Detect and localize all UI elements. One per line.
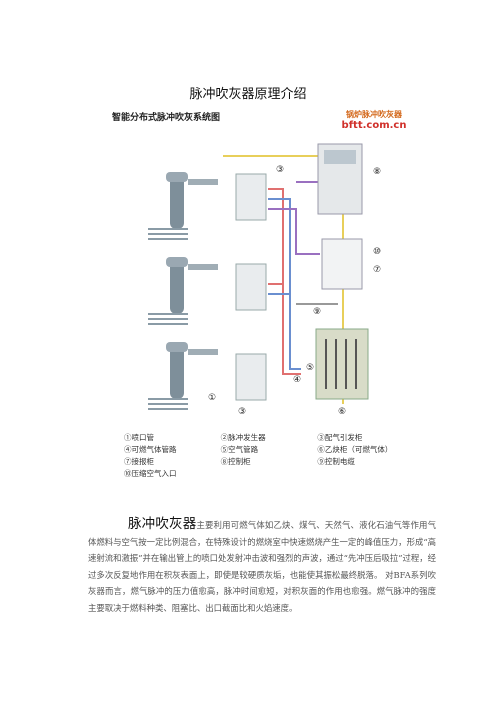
marker-5: ⑤ xyxy=(306,363,314,373)
marker-7: ⑦ xyxy=(373,265,381,275)
marker-3b: ③ xyxy=(238,407,246,414)
diagram-title: 智能分布式脉冲吹灰系统图 xyxy=(112,113,221,123)
logo-text: 锅炉脉冲吹灰器 xyxy=(346,110,402,119)
system-diagram: ③ ⑧ ⑩ ⑦ ⑨ ⑤ ④ ③ ① ⑥ xyxy=(148,143,381,414)
pulse-generator-3 xyxy=(148,342,218,410)
body-paragraph: 脉冲吹灰器主要利用可燃气体如乙炔、煤气、天然气、液化石油气等作用气体燃料与空气按… xyxy=(88,516,436,616)
legend-item: ⑥乙炔柜（可燃气体） xyxy=(317,445,393,454)
marker-6: ⑥ xyxy=(338,407,346,414)
legend-item: ⑦接报柜 xyxy=(124,457,154,466)
legend-item: ⑧控制柜 xyxy=(220,457,251,466)
legend-item: ④可燃气体管路 xyxy=(124,445,177,454)
pipe-network xyxy=(223,155,344,404)
red-line xyxy=(268,188,301,375)
body-lead: 脉冲吹灰器 xyxy=(128,516,197,532)
marker-1: ① xyxy=(208,393,216,403)
blue-line xyxy=(268,198,301,370)
legend-item: ①喷口管 xyxy=(124,433,154,442)
gas-cabinet-2 xyxy=(235,263,267,311)
legend-item: ⑨控制电缆 xyxy=(317,457,355,466)
marker-8: ⑧ xyxy=(373,167,381,177)
legend-item: ⑩压缩空气入口 xyxy=(124,469,177,478)
legend-row: ⑦接报柜 ⑧控制柜 ⑨控制电缆 xyxy=(124,456,414,468)
gas-cabinet-3 xyxy=(235,353,267,401)
legend-row: ①喷口管 ②脉冲发生器 ③配气引发柜 xyxy=(124,432,414,444)
brand-logo: 锅炉脉冲吹灰器 bftt.com.cn xyxy=(340,109,408,135)
control-cable xyxy=(268,208,320,255)
legend-item: ②脉冲发生器 xyxy=(220,433,266,442)
alarm-cabinet xyxy=(321,238,363,290)
legend-row: ⑩压缩空气入口 xyxy=(124,468,414,480)
logo-url: bftt.com.cn xyxy=(341,120,407,131)
marker-10: ⑩ xyxy=(373,247,381,257)
marker-9: ⑨ xyxy=(313,307,321,317)
pulse-generator-2 xyxy=(148,257,218,325)
legend-item: ⑤空气管路 xyxy=(220,445,259,454)
marker-3a: ③ xyxy=(276,165,284,175)
acetylene-cabinet xyxy=(315,328,369,400)
legend: ①喷口管 ②脉冲发生器 ③配气引发柜 ④可燃气体管路 ⑤空气管路 ⑥乙炔柜（可燃… xyxy=(124,432,414,480)
gas-cabinet-1 xyxy=(235,173,267,221)
body-text: 主要利用可燃气体如乙炔、煤气、天然气、液化石油气等作用气体燃料与空气按一定比例混… xyxy=(88,520,436,613)
legend-row: ④可燃气体管路 ⑤空气管路 ⑥乙炔柜（可燃气体） xyxy=(124,444,414,456)
legend-item: ③配气引发柜 xyxy=(317,433,363,442)
marker-4: ④ xyxy=(293,375,301,385)
pulse-generator-1 xyxy=(148,172,218,240)
page-title: 脉冲吹灰器原理介绍 xyxy=(189,87,307,102)
